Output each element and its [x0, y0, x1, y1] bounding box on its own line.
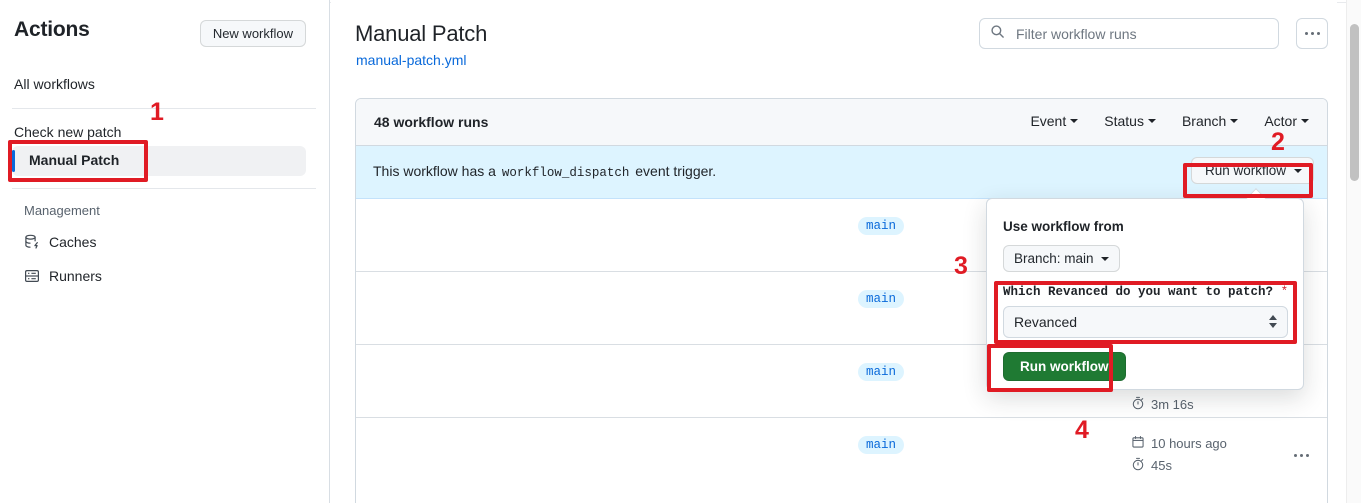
branch-badge[interactable]: main — [858, 290, 905, 308]
filter-label: Event — [1030, 113, 1067, 129]
branch-badge[interactable]: main — [858, 436, 905, 454]
chevron-down-icon — [1230, 119, 1239, 123]
use-workflow-from-label: Use workflow from — [1003, 219, 1124, 234]
dispatch-text-after: event trigger. — [635, 163, 717, 179]
filter-branch[interactable]: Branch — [1181, 113, 1239, 129]
search-input[interactable] — [1014, 24, 1268, 43]
select-value: Revanced — [1014, 314, 1078, 330]
input-label-text: Which Revanced do you want to patch? — [1003, 285, 1274, 299]
sidebar-item-check-new-patch[interactable]: Check new patch — [14, 124, 122, 140]
row-options-button[interactable] — [1294, 454, 1309, 457]
stopwatch-icon — [1131, 396, 1145, 413]
filter-label: Status — [1104, 113, 1144, 129]
filter-actor[interactable]: Actor — [1264, 113, 1309, 129]
selected-indicator-bar — [12, 150, 15, 172]
workflow-runs-count: 48 workflow runs — [374, 114, 489, 130]
chevron-down-icon — [1301, 119, 1309, 123]
cache-icon — [24, 234, 40, 250]
workflow-input-label: Which Revanced do you want to patch? * — [1003, 285, 1288, 299]
management-heading: Management — [24, 203, 100, 218]
branch-badge[interactable]: main — [858, 217, 905, 235]
filter-workflow-runs-box[interactable] — [979, 18, 1279, 49]
sidebar-item-label: Runners — [49, 268, 102, 284]
workflow-options-button[interactable] — [1296, 18, 1328, 49]
duration-text: 45s — [1151, 457, 1172, 473]
workflow-file-link[interactable]: manual-patch.yml — [356, 52, 467, 68]
filter-event[interactable]: Event — [1030, 113, 1079, 129]
run-workflow-dropdown-button[interactable]: Run workflow — [1190, 157, 1314, 184]
filter-label: Branch — [1181, 113, 1227, 129]
run-meta: 3m 16s — [1131, 359, 1261, 415]
sidebar-item-label: Caches — [49, 234, 97, 250]
runs-filter-group: Event Status Branch Actor — [1030, 113, 1309, 129]
sidebar-item-runners[interactable]: Runners — [24, 268, 102, 284]
search-icon — [990, 24, 1005, 44]
run-workflow-submit-button[interactable]: Run workflow — [1003, 352, 1126, 381]
run-workflow-label: Run workflow — [1204, 163, 1286, 178]
workflow-runs-panel: 48 workflow runs Event Status Branch — [355, 98, 1328, 503]
run-timestamp: 10 hours ago — [1131, 432, 1261, 454]
branch-select-button[interactable]: Branch: main — [1003, 245, 1120, 272]
chevron-down-icon — [1294, 168, 1302, 173]
stopwatch-icon — [1131, 457, 1145, 474]
revanced-select[interactable]: Revanced — [1003, 306, 1288, 338]
run-workflow-panel: Use workflow from Branch: main Which Rev… — [986, 188, 1304, 390]
workflow-dispatch-banner: This workflow has a workflow_dispatch ev… — [356, 146, 1327, 199]
workflow-title: Manual Patch — [355, 21, 488, 46]
dispatch-text-before: This workflow has a — [373, 163, 496, 179]
calendar-icon — [1131, 435, 1145, 452]
sidebar-item-all-workflows[interactable]: All workflows — [14, 76, 95, 92]
sidebar-item-label: Manual Patch — [29, 152, 120, 168]
sidebar: Actions New workflow All workflows Check… — [0, 0, 330, 503]
chevron-down-icon — [1100, 256, 1109, 261]
scrollbar-thumb[interactable] — [1350, 24, 1359, 181]
chevron-down-icon — [1070, 119, 1079, 123]
filter-label: Actor — [1264, 113, 1297, 129]
run-meta: 10 hours ago 45s — [1131, 432, 1261, 476]
duration-text: 3m 16s — [1151, 396, 1194, 412]
sidebar-item-manual-patch[interactable]: Manual Patch — [12, 146, 306, 176]
table-row[interactable]: main 10 hours ago — [356, 418, 1327, 491]
dispatch-banner-text: This workflow has a workflow_dispatch ev… — [373, 163, 716, 180]
kebab-horizontal-icon — [1304, 32, 1320, 35]
sidebar-divider-top — [12, 108, 316, 109]
branch-button-label: Branch: main — [1014, 251, 1094, 266]
run-duration: 45s — [1131, 454, 1261, 476]
timestamp-text: 10 hours ago — [1151, 435, 1227, 451]
page-title-actions: Actions — [14, 18, 90, 41]
sidebar-item-caches[interactable]: Caches — [24, 234, 96, 250]
chevron-updown-icon — [1269, 315, 1277, 328]
server-icon — [24, 268, 40, 284]
sidebar-divider-bottom — [12, 188, 316, 189]
filter-status[interactable]: Status — [1104, 113, 1156, 129]
sidebar-header: Actions New workflow — [14, 18, 314, 52]
chevron-down-icon — [1147, 119, 1156, 123]
new-workflow-button[interactable]: New workflow — [199, 20, 306, 47]
branch-badge[interactable]: main — [858, 363, 905, 381]
required-marker: * — [1280, 285, 1289, 299]
dispatch-event-code: workflow_dispatch — [501, 166, 630, 180]
run-duration: 3m 16s — [1131, 393, 1261, 415]
runs-panel-header: 48 workflow runs Event Status Branch — [356, 99, 1327, 146]
